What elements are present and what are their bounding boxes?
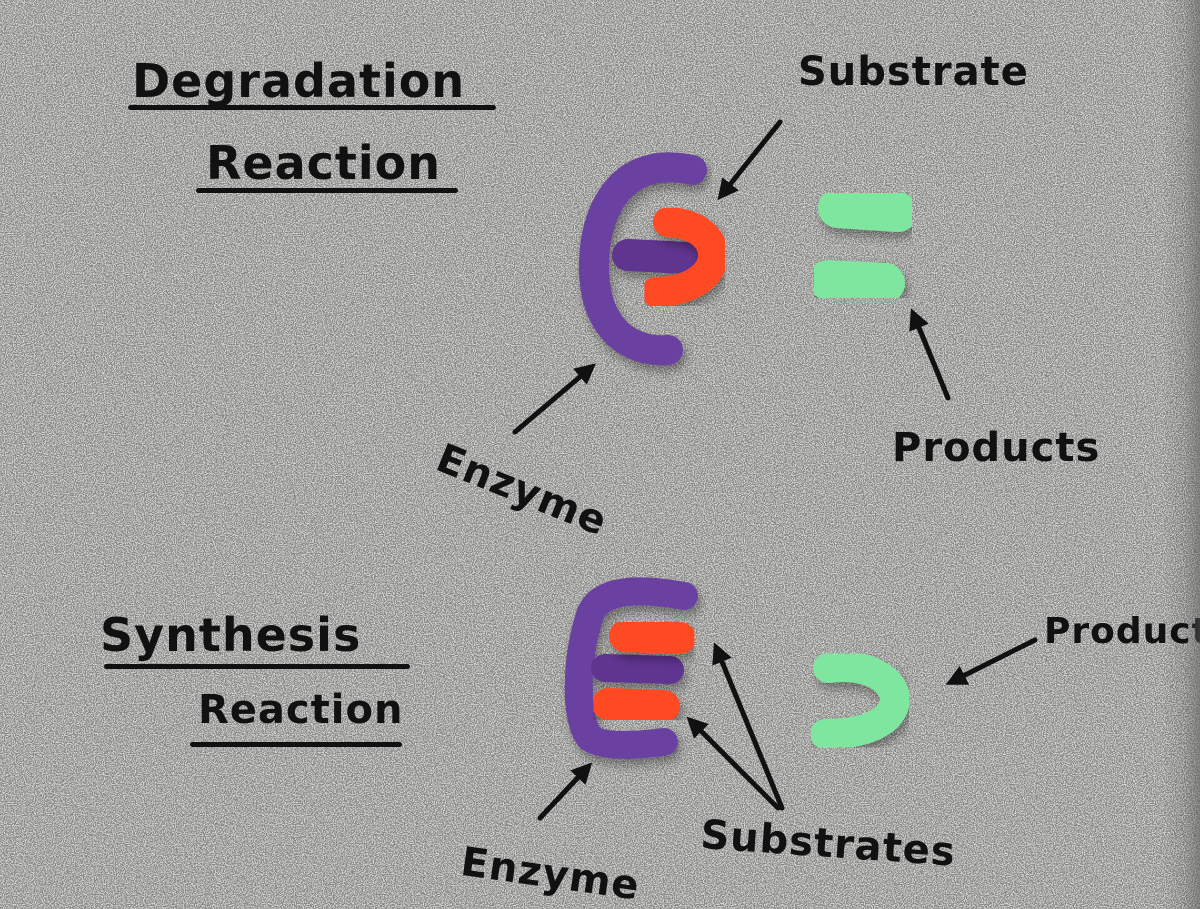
substrate-arrow	[717, 119, 783, 201]
synthesis-products-arrow	[945, 637, 1038, 685]
degradation-enzyme-arrow	[512, 363, 597, 435]
degradation-title-underline2	[196, 188, 458, 193]
synthesis-product-clay	[810, 652, 910, 750]
synthesis-enzyme-arrow	[537, 762, 593, 821]
substrates-arrow-upper	[712, 642, 785, 811]
degradation-title-underline1	[128, 105, 496, 110]
degradation-products-label: Products	[892, 425, 1101, 471]
synthesis-title-underline2	[190, 742, 402, 747]
degradation-substrate-clay	[641, 207, 729, 307]
synthesis-title-line1: Synthesis	[100, 608, 362, 662]
synthesis-substrates-clay	[592, 620, 696, 722]
degradation-title-line2: Reaction	[206, 136, 442, 190]
board-edge-shadow	[1162, 0, 1200, 909]
degradation-products-clay	[808, 188, 918, 303]
substrate-label: Substrate	[798, 49, 1029, 95]
synthesis-enzyme-clay	[564, 577, 698, 759]
degradation-title-line1: Degradation	[132, 54, 466, 108]
degradation-products-arrow	[909, 308, 951, 401]
substrates-arrow-lower	[686, 716, 781, 811]
synthesis-title-line2: Reaction	[198, 687, 404, 733]
degradation-enzyme-clay	[578, 152, 707, 366]
synthesis-title-underline1	[104, 664, 410, 669]
